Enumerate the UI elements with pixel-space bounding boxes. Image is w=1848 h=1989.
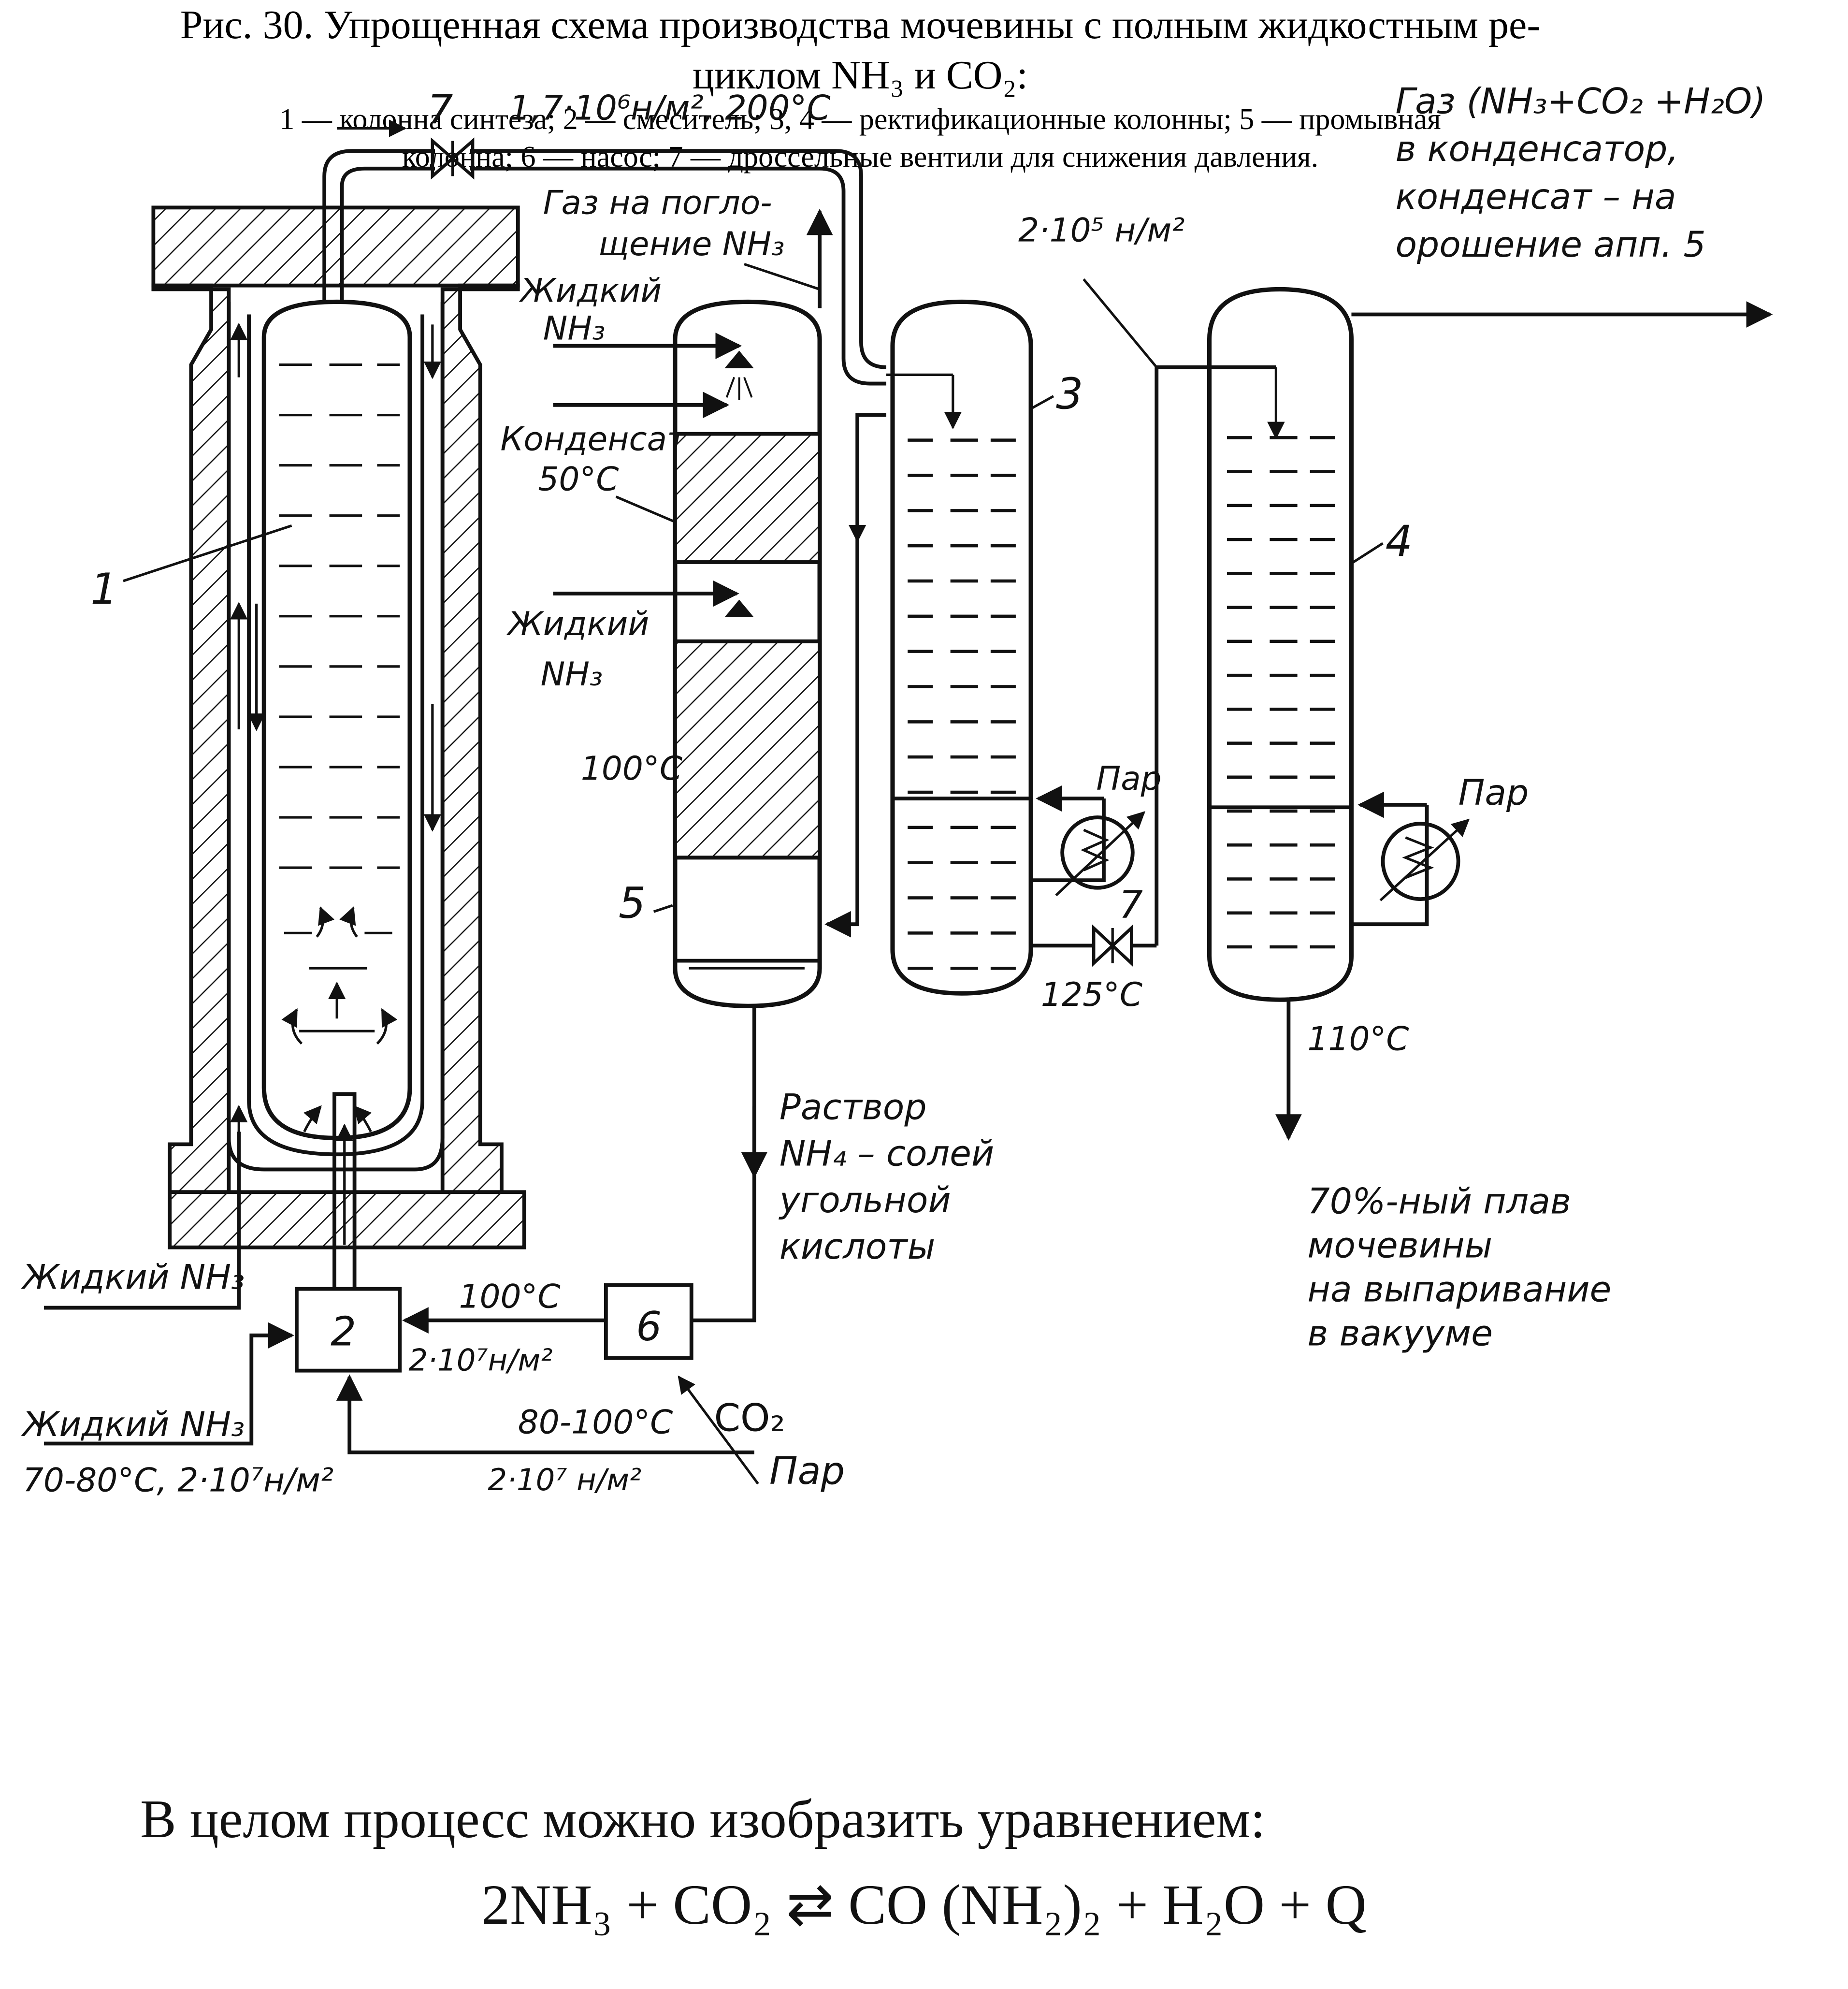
column-1-internals	[230, 322, 442, 1182]
throttle-valve-7-top	[431, 137, 475, 180]
figure-caption-title: Рис. 30. Упрощенная схема производства м…	[0, 0, 1720, 101]
number-3: 3	[1056, 369, 1083, 419]
label-co2: CO₂	[714, 1397, 785, 1440]
label-melt-2: мочевины	[1307, 1225, 1492, 1266]
number-7-bottom: 7	[1119, 884, 1143, 927]
number-6: 6	[636, 1303, 662, 1350]
label-steam-3: Пар	[1096, 759, 1161, 798]
label-valve-pressure: 1,7·10⁶н/м², 200°С	[509, 88, 831, 128]
label-melt-1: 70%-ный плав	[1307, 1181, 1571, 1222]
recycle-lines	[44, 1006, 768, 1485]
label-liquid-nh3-feed: Жидкий NH₃	[21, 1405, 245, 1444]
label-solution-2: NH₄ – солей	[780, 1133, 994, 1175]
number-2: 2	[331, 1308, 356, 1355]
label-liquid-nh3-a-2: NH₃	[543, 309, 606, 348]
label-125c: 125°С	[1041, 975, 1142, 1014]
label-liquid-nh3-a-1: Жидкий	[519, 271, 662, 309]
label-solution-4: кислоты	[780, 1226, 935, 1267]
label-co2-temp: 80-100°С	[518, 1403, 673, 1441]
label-gas-out-4: орошение апп. 5	[1396, 224, 1706, 265]
caption-legend-line1: 1 — колонна синтеза; 2 — смеситель; 3, 4…	[279, 103, 1441, 136]
caption-title-line2: циклом NH₃ и CO₂:	[692, 53, 1028, 98]
label-pressure-mixer: 2·10⁷н/м²	[408, 1343, 552, 1378]
label-steam-bottom: Пар	[769, 1450, 845, 1493]
label-feed-conditions: 70-80°С, 2·10⁷н/м²	[23, 1461, 333, 1499]
apparatus-numbers: 1 2 3 4 5 6 7 7	[90, 86, 1413, 1355]
diagram-labels: 1,7·10⁶н/м², 200°С Газ на погло- щение N…	[21, 81, 1766, 1499]
label-melt-3: на выпаривание	[1307, 1269, 1611, 1310]
label-condensate-2: 50°С	[538, 460, 619, 498]
rectification-column-4	[1207, 287, 1773, 1141]
label-solution-3: угольной	[779, 1180, 951, 1221]
mixer-2	[295, 1287, 402, 1373]
label-co2-pressure: 2·10⁷ н/м²	[488, 1462, 641, 1497]
reaction-equation: 2NH₃ + CO₂ ⇄ CO (NH₂)₂ + H₂O + Q	[481, 1873, 1367, 1936]
label-solution-1: Раствор	[780, 1087, 927, 1128]
label-gas-out-2: в конденсатор,	[1396, 129, 1679, 170]
caption-title-line1: Рис. 30. Упрощенная схема производства м…	[180, 2, 1541, 47]
label-100c-pump: 100°С	[459, 1278, 560, 1316]
label-steam-4: Пар	[1458, 772, 1529, 813]
washing-column-5	[553, 208, 833, 1008]
column-3-trays	[908, 438, 1016, 970]
label-liquid-nh3-b-2: NH₃	[541, 655, 603, 693]
label-gas-absorb-1: Газ на погло-	[543, 183, 772, 221]
number-4: 4	[1386, 516, 1413, 566]
number-1: 1	[90, 564, 117, 614]
label-pressure-2e5: 2·10⁵ н/м²	[1018, 211, 1184, 249]
synthesis-column-1	[151, 205, 526, 1249]
body-paragraph: В целом процесс можно изобразить уравнен…	[140, 1789, 1266, 1849]
urea-process-diagram: 1 2 3 4 5 6 7 7 1,7·10⁶н/м², 200°С Газ н…	[21, 81, 1773, 1499]
pipe-col1-to-col3	[322, 119, 887, 386]
label-100c-col5: 100°С	[581, 749, 682, 787]
label-gas-out-3: конденсат – на	[1396, 176, 1676, 218]
label-gas-absorb-2: щение NH₃	[598, 225, 784, 263]
rectification-column-3	[824, 299, 1285, 996]
column-4-trays	[1227, 436, 1335, 949]
number-7-top: 7	[427, 86, 453, 133]
leader-lines	[123, 262, 1384, 913]
number-5: 5	[619, 878, 646, 928]
label-liquid-nh3-left: Жидкий NH₃	[21, 1258, 245, 1297]
label-melt-4: в вакууме	[1307, 1313, 1493, 1354]
throttle-valve-7-bottom	[1092, 924, 1133, 967]
label-liquid-nh3-b-1: Жидкий	[506, 605, 649, 643]
label-gas-out-1: Газ (NH₃+CO₂ +H₂O)	[1396, 81, 1766, 122]
label-110c: 110°С	[1307, 1019, 1409, 1058]
label-condensate-1: Конденсат	[500, 420, 687, 458]
pump-6	[604, 1283, 693, 1360]
